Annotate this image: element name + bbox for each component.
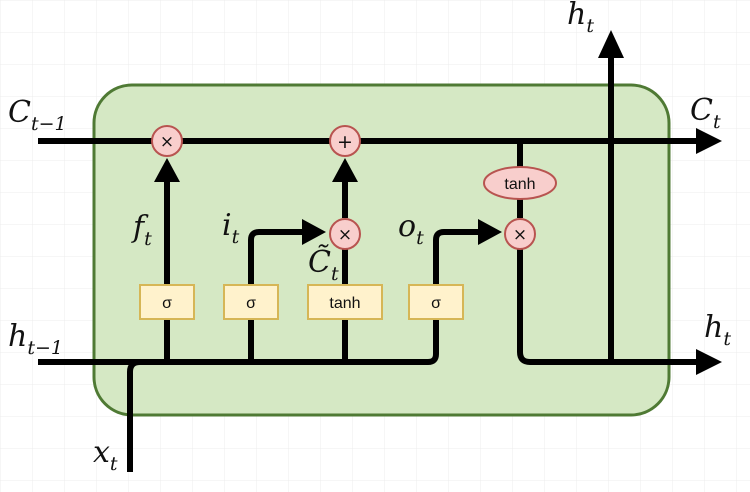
arrowheads <box>154 30 722 375</box>
output-multiply-op <box>504 218 536 250</box>
input-add-arrowhead <box>332 158 358 182</box>
hidden-output-arrowhead <box>696 349 722 375</box>
input-multiply-op <box>329 218 361 250</box>
h-prev-label: ht−1 <box>8 319 63 359</box>
output-gate-arrowhead <box>478 219 502 245</box>
cell-tanh-label: tanh <box>504 176 535 193</box>
input-gate-label: σ <box>246 295 256 312</box>
candidate-gate-box <box>307 284 383 320</box>
input-label: it <box>222 208 240 248</box>
x-input-line <box>127 359 141 472</box>
candidate-gate-label: tanh <box>329 295 360 312</box>
forget-arrowhead <box>154 158 180 182</box>
hidden-output-line <box>517 249 700 365</box>
input-gate-box <box>223 284 279 320</box>
input-gate-line <box>248 229 306 362</box>
input-multiply-symbol: × <box>338 225 352 245</box>
x-in-label: xt <box>93 435 118 475</box>
forget-multiply-symbol: × <box>160 132 174 152</box>
forget-gate-box <box>139 284 195 320</box>
forget-gate-label: σ <box>162 295 172 312</box>
cell-state-arrowhead <box>696 128 722 154</box>
output-multiply-symbol: × <box>513 225 527 245</box>
c-prev-label: Ct−1 <box>8 95 67 135</box>
output-gate-label: σ <box>431 295 441 312</box>
forget-multiply-op <box>151 125 183 157</box>
cell-add-symbol: + <box>337 131 353 153</box>
c-out-label: Ct <box>690 93 721 133</box>
cell-tanh-op <box>483 166 557 200</box>
input-gate-arrowhead <box>302 219 326 245</box>
h-out-right-label: ht <box>704 310 731 350</box>
hidden-output-top-arrowhead <box>598 30 624 58</box>
output-label: ot <box>398 209 424 249</box>
cell-add-op <box>329 125 361 157</box>
output-gate-box <box>408 284 464 320</box>
candidate-label: C̃t <box>308 245 339 285</box>
h-out-top-label: ht <box>567 0 594 37</box>
